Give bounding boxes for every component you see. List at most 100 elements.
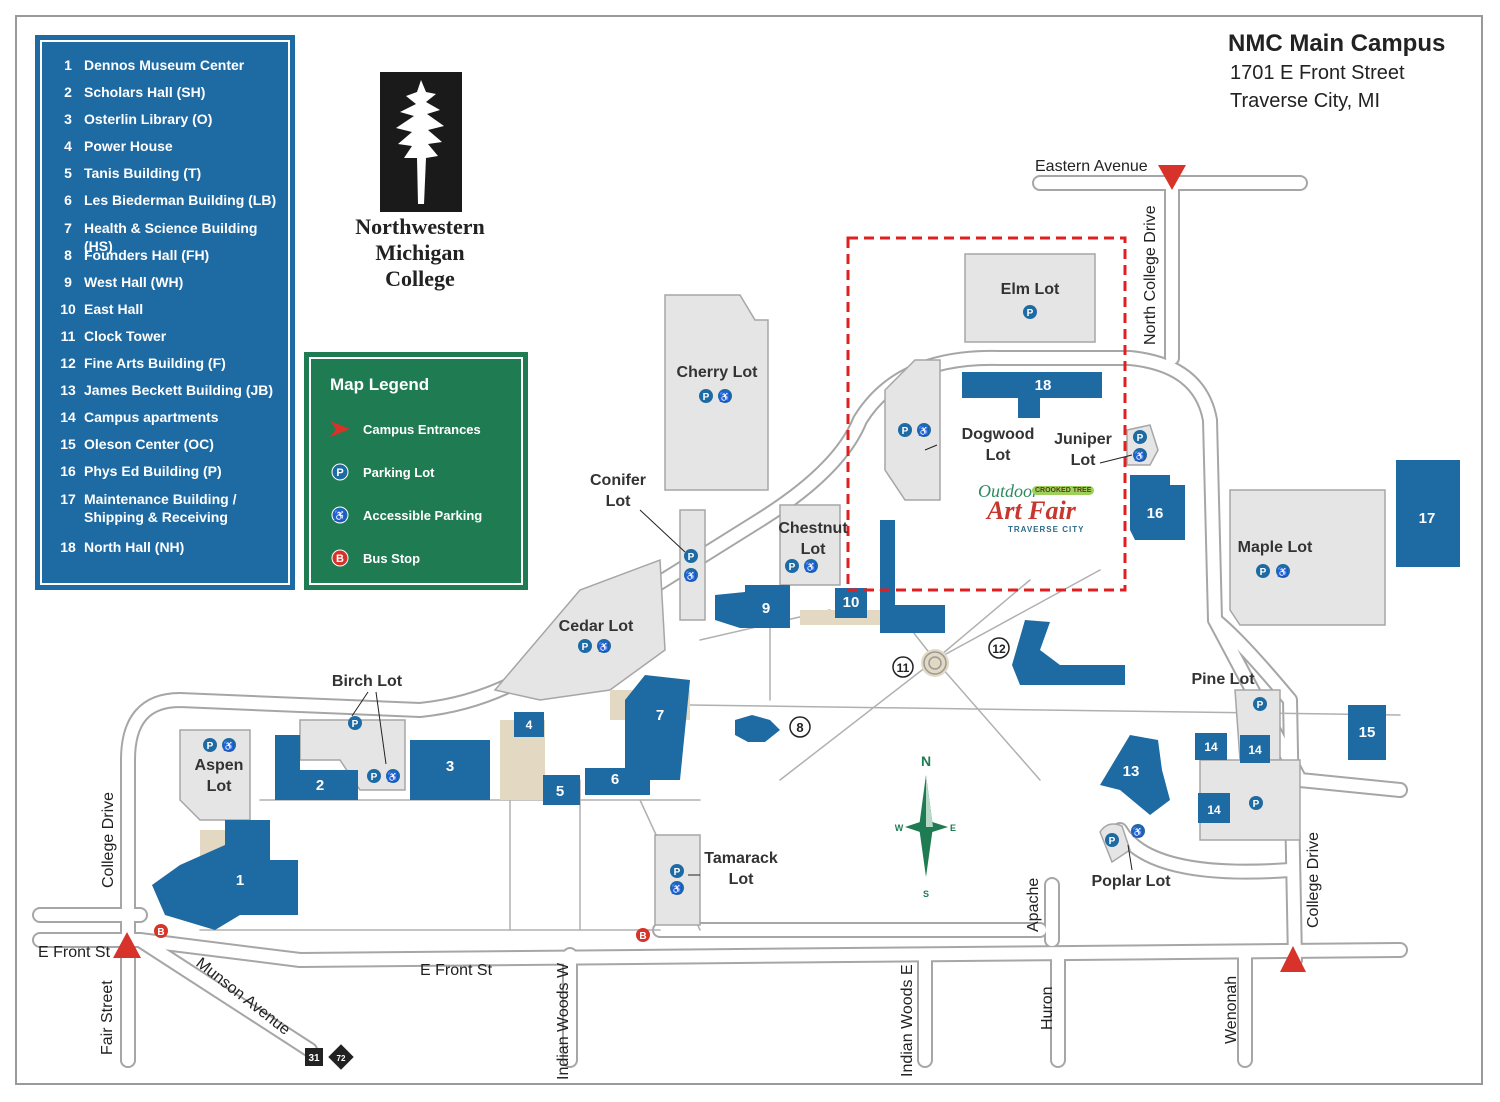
svg-text:P: P	[688, 552, 695, 563]
compass-rose: N S E W	[895, 753, 956, 899]
building-name-text: Tanis Building (T)	[84, 165, 202, 182]
building-16[interactable]	[1130, 475, 1185, 540]
aspen-lot-label-2: Lot	[207, 778, 233, 795]
bus-stop-icon: B	[329, 547, 351, 569]
building-10[interactable]	[835, 588, 867, 618]
elm-lot[interactable]	[964, 253, 1096, 343]
building-17[interactable]	[1396, 460, 1460, 567]
building-3[interactable]	[410, 740, 490, 800]
entrance-arrow-west[interactable]	[113, 932, 141, 958]
svg-text:B: B	[157, 927, 164, 938]
building-name: Phys Ed Building (P)	[84, 462, 284, 489]
bldg-label-6: 6	[611, 771, 619, 788]
building-14c[interactable]	[1198, 793, 1230, 823]
building-number: 11	[60, 327, 76, 344]
p-icon: P	[367, 769, 381, 783]
college-name-line-2: Michigan	[375, 240, 465, 265]
building-8[interactable]	[735, 715, 780, 742]
maple-lot[interactable]	[1229, 489, 1386, 626]
bldg-label-14c: 14	[1207, 803, 1221, 817]
marker-11[interactable]	[892, 656, 914, 678]
building-2[interactable]	[275, 735, 358, 800]
college-name-line-3: College	[385, 266, 455, 291]
indian-woods-w-label: Indian Woods W	[555, 962, 572, 1080]
cherry-lot[interactable]	[664, 294, 769, 491]
building-name: Health & Science Building (HS)	[84, 219, 284, 254]
entrance-arrow-north[interactable]	[1158, 165, 1186, 190]
accessible-icon: ♿	[597, 639, 611, 653]
tamarack-lot[interactable]	[654, 834, 701, 926]
parking-icons: P P P P P P P P P P P P	[203, 305, 1270, 878]
p-icon: P	[1105, 833, 1119, 847]
building-15[interactable]	[1348, 705, 1386, 760]
building-name: Dennos Museum Center	[84, 56, 284, 83]
building-14a[interactable]	[1195, 733, 1227, 760]
entrance-arrow-east[interactable]	[1280, 946, 1306, 972]
conifer-lot[interactable]	[679, 509, 706, 621]
art-fair-title: Art Fair	[987, 496, 1076, 525]
building-name-text: East Hall	[84, 300, 144, 317]
svg-text:P: P	[1257, 700, 1264, 711]
compass-n: N	[921, 753, 931, 769]
building-number: 5	[64, 165, 72, 182]
building-name-text: Oleson Center (OC)	[84, 436, 214, 453]
bus-stop[interactable]: B	[636, 928, 650, 942]
building-7[interactable]	[625, 675, 690, 780]
building-list-item[interactable]: 5 Tanis Building (T)	[52, 164, 284, 191]
building-name: Oleson Center (OC)	[84, 435, 284, 462]
p-icon: P	[348, 716, 362, 730]
legend-entrance: Campus Entrances	[329, 417, 481, 441]
accessible-icon: ♿	[917, 423, 931, 437]
marker-8[interactable]	[789, 716, 811, 738]
legend-entrance-label: Campus Entrances	[363, 421, 481, 437]
marker-12[interactable]	[988, 637, 1010, 659]
compass-e: E	[950, 823, 956, 833]
building-9[interactable]	[715, 585, 790, 628]
svg-text:P: P	[352, 719, 359, 730]
m-72-label: 72	[337, 1054, 346, 1063]
leader-lines	[351, 444, 1133, 876]
building-5[interactable]	[543, 775, 580, 805]
building-name: Fine Arts Building (F)	[84, 354, 284, 381]
us-31-shield	[305, 1048, 323, 1066]
building-1[interactable]	[152, 820, 298, 930]
building-18[interactable]	[962, 372, 1102, 418]
address-line-1: 1701 E Front Street	[1230, 62, 1405, 84]
building-number: 14	[60, 409, 76, 426]
building-4[interactable]	[514, 712, 544, 737]
building-number: 8	[64, 246, 72, 263]
building-12[interactable]	[1012, 620, 1125, 685]
building-name-text: Phys Ed Building (P)	[84, 463, 222, 480]
building-14b[interactable]	[1240, 735, 1270, 763]
svg-text:P: P	[1253, 799, 1260, 810]
legend-parking: P Parking Lot	[329, 460, 435, 484]
building-13[interactable]	[1100, 735, 1170, 815]
svg-text:P: P	[371, 772, 378, 783]
legend-accessible-label: Accessible Parking	[363, 507, 483, 523]
us-31-label: 31	[308, 1053, 320, 1064]
bldg-label-17: 17	[1419, 510, 1436, 527]
building-10-annex[interactable]	[880, 520, 945, 633]
cedar-lot[interactable]	[493, 558, 666, 701]
svg-text:♿: ♿	[671, 883, 682, 894]
bus-stop[interactable]: B	[154, 924, 168, 938]
dogwood-lot[interactable]	[884, 359, 941, 501]
